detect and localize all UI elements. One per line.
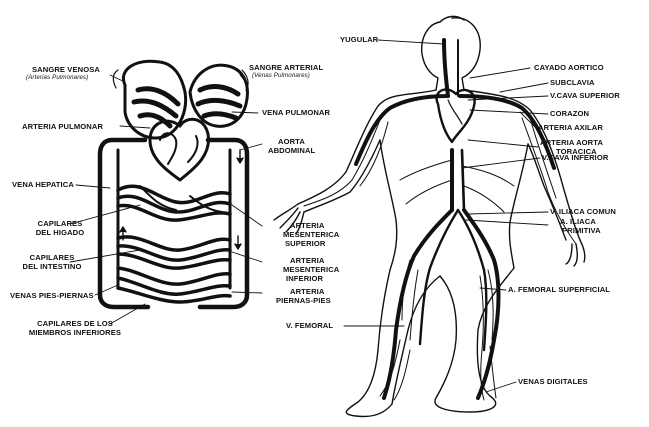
label-abdominal: ABDOMINAL [268, 147, 315, 155]
label-v-femoral: V. FEMORAL [286, 322, 333, 330]
label-vena-pulmonar: VENA PULMONAR [262, 109, 330, 117]
label-vcava-inferior: V.CAVA INFERIOR [542, 154, 608, 162]
lower-limb-capillaries [118, 268, 230, 302]
body-outline [274, 16, 585, 416]
label-arteria-pulmonar: ARTERIA PULMONAR [22, 123, 103, 131]
label-vcava-superior: V.CAVA SUPERIOR [550, 92, 620, 100]
systemic-loop-schematic [100, 140, 247, 307]
label-v-iliaca-comun: V. ILIACA COMUN [550, 208, 616, 216]
label-arteria-mes-sup-3: SUPERIOR [285, 240, 325, 248]
label-a-iliaca-primitiva: PRIMITIVA [562, 227, 601, 235]
heart-schematic [150, 119, 209, 180]
label-sangre-venosa-sub: (Arterias Pulmonares) [26, 74, 88, 82]
label-venas-pies-piernas: VENAS PIES-PIERNAS [10, 292, 94, 300]
label-sangre-arterial-sub: (Venas Pulmonares) [252, 72, 310, 80]
intestine-capillaries [118, 237, 230, 268]
label-vena-hepatica: VENA HEPATICA [12, 181, 74, 189]
label-cayado-aortico: CAYADO AORTICO [534, 64, 604, 72]
label-venas-digitales: VENAS DIGITALES [518, 378, 588, 386]
label-subclavia: SUBCLAVIA [550, 79, 595, 87]
label-yugular: YUGULAR [340, 36, 378, 44]
label-arteria-axilar: ARTERIA AXILAR [538, 124, 603, 132]
label-del-higado: DEL HIGADO [30, 229, 90, 237]
label-corazon: CORAZON [550, 110, 589, 118]
label-a-femoral-superficial: A. FEMORAL SUPERFICIAL [508, 286, 610, 294]
label-arteria-pies-2: PIERNAS-PIES [276, 297, 331, 305]
label-miembros-inferiores: MIEMBROS INFERIORES [20, 329, 130, 337]
label-arteria-mes-inf-3: INFERIOR [286, 275, 323, 283]
leader-lines [70, 40, 548, 392]
liver-capillaries [118, 186, 230, 220]
label-del-intestino: DEL INTESTINO [12, 263, 92, 271]
